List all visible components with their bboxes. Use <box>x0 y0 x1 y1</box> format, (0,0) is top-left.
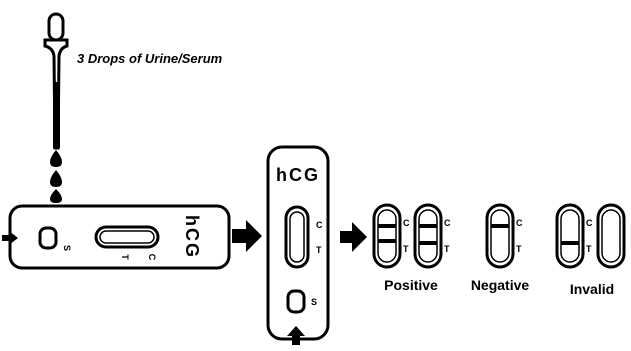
up-arrow-icon <box>287 326 305 345</box>
c-label: C <box>516 218 523 228</box>
cassette-horizontal: S T C hCG <box>8 204 231 270</box>
strip-invalid-1: C T <box>555 203 593 269</box>
strip-negative: C T <box>485 203 523 269</box>
c-label: C <box>147 254 157 261</box>
right-arrow-icon <box>232 220 262 252</box>
right-arrow-icon <box>340 222 367 252</box>
sample-label: S <box>311 297 317 307</box>
t-label: T <box>316 245 322 255</box>
cassette-label-vertical: hCG <box>276 165 320 185</box>
t-label: T <box>586 244 592 254</box>
result-label-negative: Negative <box>471 277 530 293</box>
result-label-invalid: Invalid <box>570 281 614 297</box>
strip-positive-2: C T <box>413 203 451 269</box>
cassette-label-horizontal: hCG <box>182 215 202 259</box>
c-label: C <box>403 218 410 228</box>
sample-well <box>38 226 58 250</box>
sample-well <box>286 289 306 314</box>
dropper-icon <box>43 12 69 150</box>
result-window <box>284 205 310 269</box>
c-label: C <box>444 218 451 228</box>
instruction-text: 3 Drops of Urine/Serum <box>77 51 223 66</box>
strip-positive-1: C T <box>372 203 410 269</box>
c-label: C <box>586 218 593 228</box>
result-label-positive: Positive <box>384 277 438 293</box>
drop-icon <box>50 150 62 203</box>
sample-label: S <box>62 245 72 251</box>
t-label: T <box>444 244 450 254</box>
t-label: T <box>120 254 130 260</box>
t-label: T <box>403 244 409 254</box>
result-window <box>94 225 160 249</box>
c-label: C <box>316 220 323 230</box>
t-label: T <box>516 244 522 254</box>
cassette-vertical: hCG C T S <box>266 145 330 341</box>
right-arrow-icon <box>9 231 18 245</box>
strip-invalid-2 <box>596 203 626 269</box>
